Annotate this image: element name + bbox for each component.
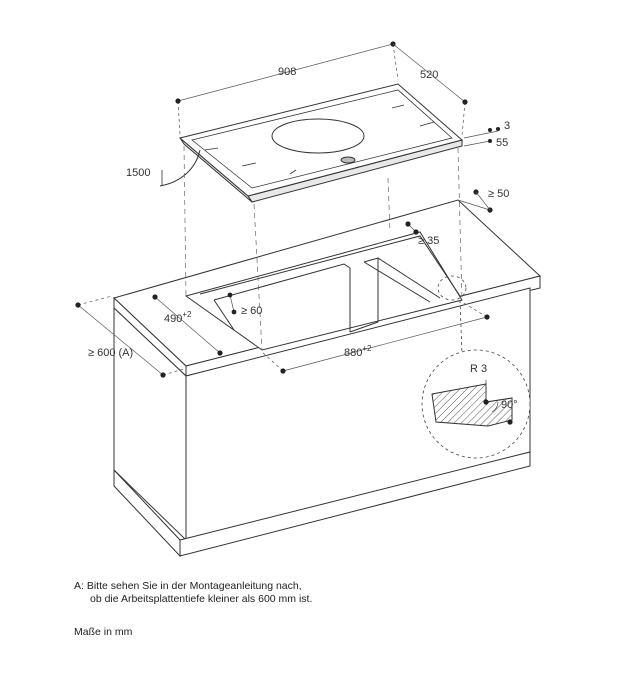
footnote-a-line1: Bitte sehen Sie in der Montageanleitung …: [86, 580, 302, 592]
projection-lines: [183, 145, 463, 351]
dimension-lines: [75, 41, 500, 378]
hob-glass-border: [191, 89, 453, 189]
dimension-labels: 908 520 3 55 1500 ≥ 50 ≥ 35 ≥ 60 490+2 8…: [88, 66, 518, 411]
label-cutout-depth: 490+2: [164, 310, 192, 325]
control-knob-icon: [340, 156, 356, 164]
corner-detail: [421, 275, 531, 459]
label-hob-thickness: 3: [504, 120, 510, 132]
footnote-a-line2: ob die Arbeitsplattentiefe kleiner als 6…: [90, 593, 313, 605]
label-hob-height: 55: [496, 137, 508, 149]
cooking-zone: [271, 118, 365, 154]
label-side-distance: ≥ 35: [418, 235, 439, 247]
label-corner-radius: R 3: [470, 363, 487, 375]
worktop-cutout: [184, 231, 463, 351]
label-cable-length: 1500: [126, 167, 150, 179]
power-cable: [159, 149, 201, 187]
detail-marker: [437, 275, 467, 301]
label-hob-width: 908: [278, 66, 296, 78]
label-cutout-width: 880+2: [344, 344, 372, 359]
label-hob-depth: 520: [420, 69, 438, 81]
hob: [178, 83, 464, 203]
cutout-outline: [184, 231, 463, 351]
label-worktop-depth: ≥ 600 (A): [88, 347, 133, 359]
footnote-a: A: Bitte sehen Sie in der Montageanleitu…: [74, 580, 312, 606]
label-front-distance: ≥ 60: [241, 305, 262, 317]
footnote-a-prefix: A:: [74, 580, 84, 592]
label-rear-distance: ≥ 50: [488, 188, 509, 200]
units-note: Maße in mm: [74, 626, 133, 638]
label-edge-angle: 90°: [501, 399, 518, 411]
